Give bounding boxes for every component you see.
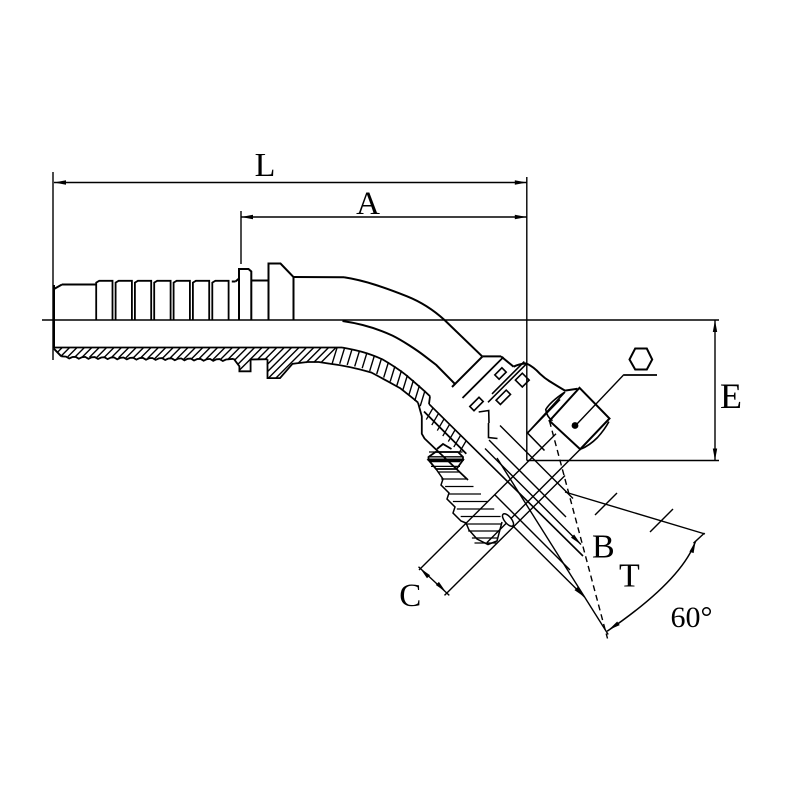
svg-text:T: T <box>619 558 640 595</box>
svg-text:B: B <box>592 529 615 566</box>
svg-text:L: L <box>255 147 276 184</box>
svg-text:60°: 60° <box>671 601 713 634</box>
svg-text:A: A <box>356 186 380 222</box>
svg-text:E: E <box>720 376 742 416</box>
svg-text:C: C <box>399 578 421 614</box>
